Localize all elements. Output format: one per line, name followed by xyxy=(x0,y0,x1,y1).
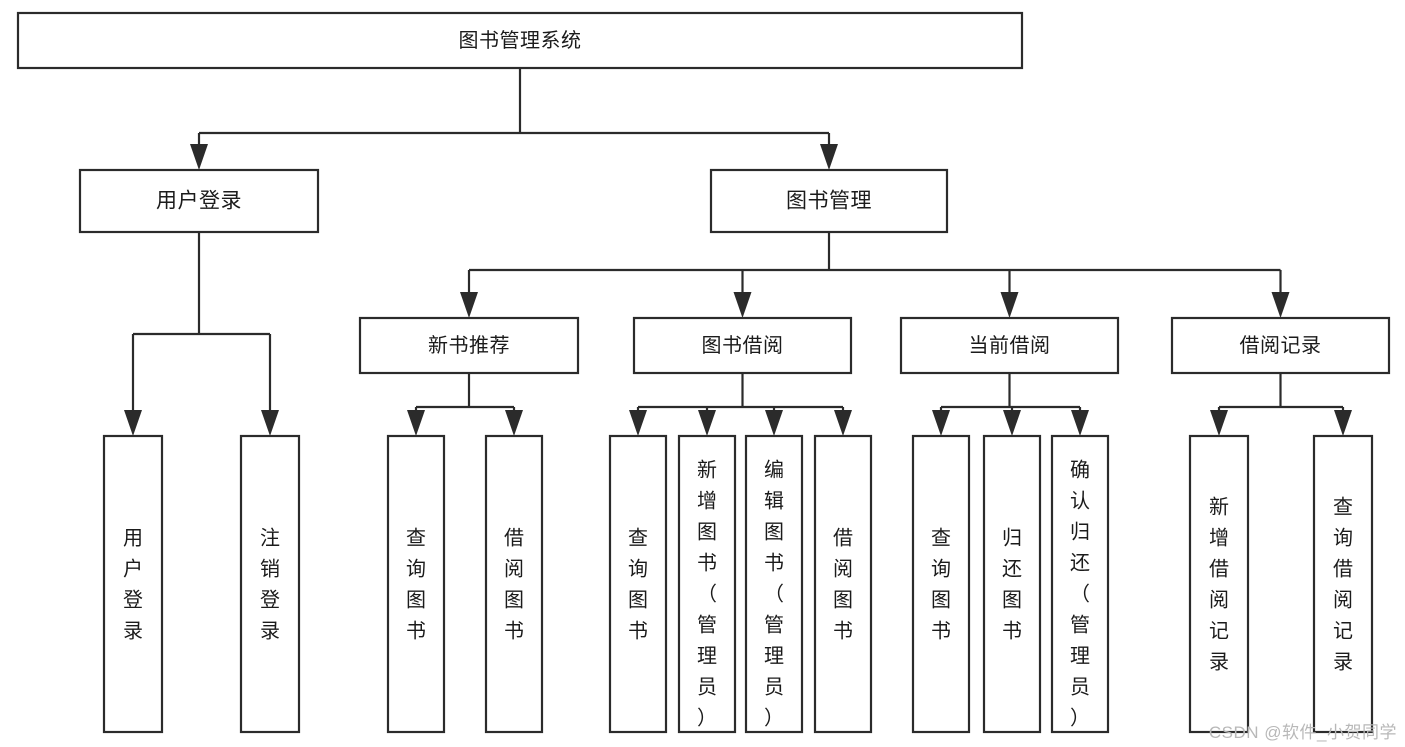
node-leaf-confirm-return-box xyxy=(1050,434,1110,734)
node-root-root[interactable]: 图书管理系统 xyxy=(16,11,1024,70)
node-leaf-borrow-book-box xyxy=(813,434,873,734)
node-leaf-return-book[interactable]: 归还图书 xyxy=(982,434,1042,734)
node-leaf-borrow-book-label: 借阅图书 xyxy=(833,526,853,642)
node-leaf-add-book-label: 新增图书（管理员） xyxy=(697,458,717,729)
current-borrow-to-leaves-arrow-2-head xyxy=(1071,410,1089,436)
node-leaf-borrow-book-recommend[interactable]: 借阅图书 xyxy=(484,434,544,734)
node-leaf-add-book-box xyxy=(677,434,737,734)
node-leaf-logout[interactable]: 注销登录 xyxy=(239,434,301,734)
node-leaf-confirm-return-label: 确认归还（管理员） xyxy=(1070,458,1090,729)
book-manage-to-level3-arrow-3-head xyxy=(1271,292,1290,318)
borrow-record-to-leaves-arrow-1-head xyxy=(1334,410,1352,436)
node-root-root-box xyxy=(16,11,1024,70)
node-user-login-box xyxy=(78,168,320,234)
node-new-book-recommend-box xyxy=(358,316,580,375)
node-leaf-query-book[interactable]: 查询图书 xyxy=(608,434,668,734)
book-manage-to-level3-arrow-0-head xyxy=(460,292,478,318)
user-login-to-leaves-arrow-0-head xyxy=(124,410,142,436)
node-book-borrow-label: 图书借阅 xyxy=(702,334,784,357)
node-leaf-query-record[interactable]: 查询借阅记录 xyxy=(1312,434,1374,734)
root-to-level2-arrow-1-head xyxy=(820,144,838,170)
node-leaf-query-book-box xyxy=(608,434,668,734)
node-leaf-logout-box xyxy=(239,434,301,734)
node-leaf-return-book-label: 归还图书 xyxy=(1002,526,1022,642)
node-leaf-logout-label: 注销登录 xyxy=(260,526,280,642)
node-new-book-recommend-label: 新书推荐 xyxy=(428,334,510,357)
user-login-to-leaves-arrow-1-head xyxy=(261,410,279,436)
node-leaf-edit-book-label: 编辑图书（管理员） xyxy=(764,458,784,729)
node-leaf-query-book-recommend-label: 查询图书 xyxy=(406,526,426,642)
node-leaf-return-book-box xyxy=(982,434,1042,734)
node-borrow-record-box xyxy=(1170,316,1391,375)
node-leaf-query-book-recommend[interactable]: 查询图书 xyxy=(386,434,446,734)
node-book-manage-label: 图书管理 xyxy=(786,190,872,213)
node-book-manage[interactable]: 图书管理 xyxy=(709,168,949,234)
book-borrow-to-leaves-arrow-0-head xyxy=(629,410,647,436)
node-leaf-confirm-return[interactable]: 确认归还（管理员） xyxy=(1050,434,1110,734)
node-current-borrow-label: 当前借阅 xyxy=(969,334,1051,357)
node-leaf-query-book-label: 查询图书 xyxy=(628,526,648,642)
node-user-login-label: 用户登录 xyxy=(156,190,242,213)
new-book-recommend-to-leaves-arrow-1-head xyxy=(505,410,523,436)
connectors-layer xyxy=(124,68,1352,436)
nodes-layer: 图书管理系统用户登录图书管理新书推荐图书借阅当前借阅借阅记录用户登录注销登录查询… xyxy=(16,11,1391,734)
node-leaf-add-book[interactable]: 新增图书（管理员） xyxy=(677,434,737,734)
current-borrow-to-leaves-arrow-0-head xyxy=(932,410,950,436)
node-book-manage-box xyxy=(709,168,949,234)
node-borrow-record-label: 借阅记录 xyxy=(1240,334,1322,357)
node-new-book-recommend[interactable]: 新书推荐 xyxy=(358,316,580,375)
borrow-record-to-leaves-arrow-0-head xyxy=(1210,410,1228,436)
book-borrow-to-leaves-arrow-3-head xyxy=(834,410,852,436)
node-book-borrow[interactable]: 图书借阅 xyxy=(632,316,853,375)
node-leaf-query-book-current[interactable]: 查询图书 xyxy=(911,434,971,734)
node-leaf-user-login-label: 用户登录 xyxy=(123,527,143,642)
node-leaf-query-book-current-label: 查询图书 xyxy=(931,526,951,642)
node-leaf-add-record-label: 新增借阅记录 xyxy=(1209,495,1229,673)
node-leaf-add-record[interactable]: 新增借阅记录 xyxy=(1188,434,1250,734)
node-current-borrow[interactable]: 当前借阅 xyxy=(899,316,1120,375)
book-manage-to-level3-arrow-1-head xyxy=(733,292,752,318)
node-leaf-borrow-book-recommend-box xyxy=(484,434,544,734)
node-leaf-query-record-box xyxy=(1312,434,1374,734)
node-current-borrow-box xyxy=(899,316,1120,375)
node-leaf-edit-book-box xyxy=(744,434,804,734)
node-leaf-edit-book[interactable]: 编辑图书（管理员） xyxy=(744,434,804,734)
node-leaf-borrow-book-recommend-label: 借阅图书 xyxy=(504,526,524,642)
node-leaf-add-record-box xyxy=(1188,434,1250,734)
node-leaf-user-login[interactable]: 用户登录 xyxy=(102,434,164,734)
node-leaf-query-book-recommend-box xyxy=(386,434,446,734)
node-leaf-query-book-current-box xyxy=(911,434,971,734)
book-borrow-to-leaves-arrow-1-head xyxy=(698,410,716,436)
current-borrow-to-leaves-arrow-1-head xyxy=(1003,410,1021,436)
node-borrow-record[interactable]: 借阅记录 xyxy=(1170,316,1391,375)
node-book-borrow-box xyxy=(632,316,853,375)
node-leaf-user-login-box xyxy=(102,434,164,734)
book-manage-to-level3-arrow-2-head xyxy=(1000,292,1019,318)
node-leaf-borrow-book[interactable]: 借阅图书 xyxy=(813,434,873,734)
watermark: CSDN @软件_小贺同学 xyxy=(1208,723,1397,742)
new-book-recommend-to-leaves-arrow-0-head xyxy=(407,410,425,436)
book-borrow-to-leaves-arrow-2-head xyxy=(765,410,783,436)
root-to-level2-arrow-0-head xyxy=(190,144,208,170)
node-user-login[interactable]: 用户登录 xyxy=(78,168,320,234)
node-leaf-query-record-label: 查询借阅记录 xyxy=(1333,495,1353,673)
node-root-root-label: 图书管理系统 xyxy=(459,29,582,52)
